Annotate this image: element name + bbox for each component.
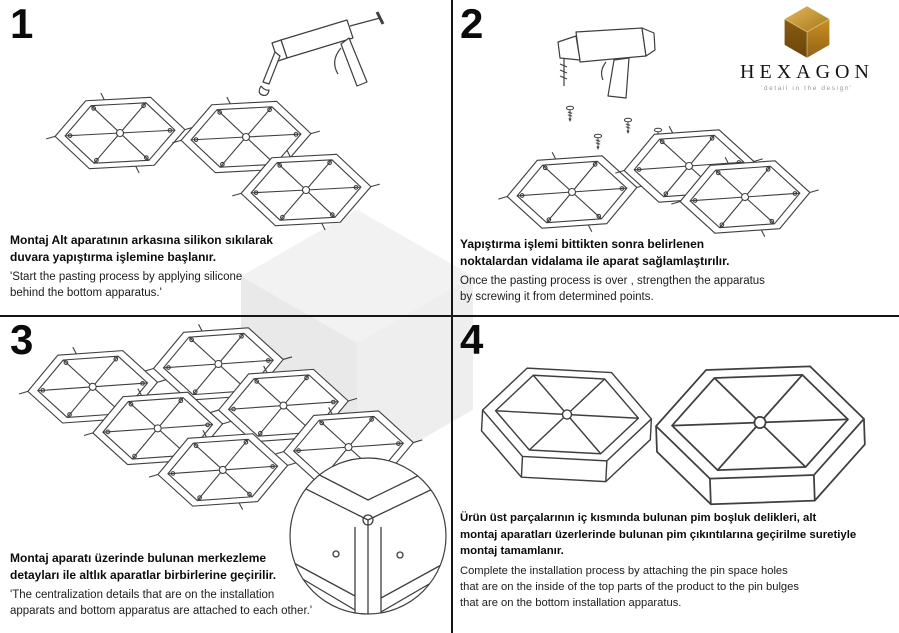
step-4-text-turkish: Ürün üst parçalarının iç kısmında buluna… (460, 512, 857, 557)
step-3-section: 3 (0, 316, 452, 633)
hexagon-logo-name: HEXAGON (740, 61, 874, 83)
drill-icon (557, 27, 656, 99)
step-4-section: 4 Ürün üst parçalarının iç kısmında bulu… (452, 316, 899, 633)
step-4-number: 4 (460, 316, 484, 363)
step-2-number: 2 (460, 0, 484, 47)
step-1-section: 1 Montaj Alt aparatının arkasına silikon… (0, 0, 452, 316)
step-3-text-turkish: Montaj aparatı üzerinde bulunan merkezle… (10, 551, 277, 582)
centering-detail-view (289, 457, 447, 615)
step-3-text-english: 'The centralization details that are on … (10, 589, 313, 617)
hexagon-logo-tagline: 'detail in the design' (761, 85, 853, 92)
step-1-text-english: 'Start the pasting process by applying s… (10, 271, 243, 299)
hex-top-part (653, 363, 868, 507)
hexagon-logo: HEXAGON 'detail in the design' (725, 2, 889, 92)
step-4-caption: Ürün üst parçalarının iç kısmında buluna… (460, 510, 893, 611)
step-2-illustration (494, 27, 823, 244)
step-1-illustration (43, 11, 385, 236)
hexagon-logo-icon (784, 6, 830, 58)
hex-panel (43, 87, 197, 179)
step-3-caption: Montaj aparatı üzerinde bulunan merkezle… (10, 550, 446, 619)
step-3-illustration (15, 317, 447, 615)
hex-panel (494, 145, 650, 239)
caulk-gun-icon (258, 11, 385, 97)
screw-icon (565, 105, 575, 123)
step-1-caption: Montaj Alt aparatının arkasına silikon s… (10, 232, 446, 301)
hex-top-part (478, 365, 655, 485)
step-2-text-turkish: Yapıştırma işlemi bittikten sonra belirl… (460, 237, 730, 268)
screw-icon (623, 117, 633, 135)
step-1-number: 1 (10, 0, 34, 47)
step-2-text-english: Once the pasting process is over , stren… (460, 275, 765, 303)
step-1-text-turkish: Montaj Alt aparatının arkasına silikon s… (10, 233, 273, 264)
step-2-section: 2 Yapıştırma işlemi bittikten sonra beli… (452, 0, 899, 316)
divider-horizontal (0, 315, 899, 317)
step-2-caption: Yapıştırma işlemi bittikten sonra belirl… (460, 236, 893, 305)
step-3-number: 3 (10, 316, 34, 363)
screw-icon (593, 133, 603, 151)
step-4-text-english: Complete the installation process by att… (460, 564, 799, 609)
